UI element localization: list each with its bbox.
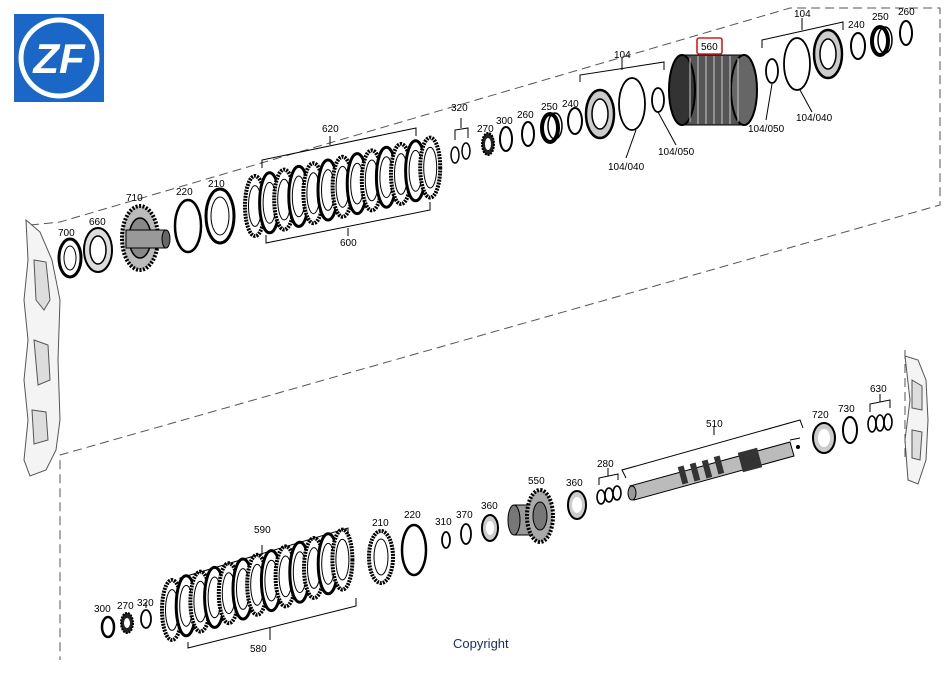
- part-550-gear[interactable]: [507, 488, 555, 544]
- part-360-bearing-right[interactable]: [567, 490, 587, 520]
- label-660: 660: [89, 217, 106, 228]
- label-510: 510: [706, 419, 723, 430]
- part-104-bearing-left[interactable]: [584, 88, 616, 140]
- label-240: 240: [562, 99, 579, 110]
- part-210-plate-lower[interactable]: [367, 529, 395, 585]
- label-360: 360: [566, 478, 583, 489]
- part-104-050-ring-right[interactable]: [765, 58, 779, 84]
- part-310-ring[interactable]: [441, 531, 451, 549]
- label-620: 620: [322, 124, 339, 135]
- label-710: 710: [126, 193, 143, 204]
- part-320-snap-ring-lower[interactable]: [140, 609, 152, 629]
- leader-brackets: [145, 18, 891, 649]
- label-104-040: 104/040: [796, 113, 833, 124]
- part-660-bearing[interactable]: [83, 227, 113, 273]
- part-300-washer-lower[interactable]: [100, 615, 116, 639]
- right-housing: [904, 355, 929, 485]
- part-104-040-ring-left[interactable]: [618, 77, 646, 131]
- label-280: 280: [597, 459, 614, 470]
- part-260-ring[interactable]: [521, 121, 535, 147]
- label-104: 104: [614, 50, 631, 61]
- part-710-gear[interactable]: [120, 204, 171, 272]
- label-104-040: 104/040: [608, 162, 645, 173]
- label-320: 320: [451, 103, 468, 114]
- part-104-bearing-right[interactable]: [812, 28, 844, 80]
- left-housing: [23, 218, 61, 477]
- part-560-drum[interactable]: [668, 54, 758, 126]
- label-600: 600: [340, 238, 357, 249]
- part-700-seal[interactable]: [57, 237, 83, 279]
- label-220: 220: [404, 510, 421, 521]
- part-320-snap-rings[interactable]: [450, 142, 471, 164]
- label-104-050: 104/050: [658, 147, 695, 158]
- part-270-bearing[interactable]: [481, 132, 495, 156]
- part-280-rings[interactable]: [596, 485, 622, 505]
- part-630-rings[interactable]: [867, 413, 893, 433]
- label-590: 590: [254, 525, 271, 536]
- label-260: 260: [517, 110, 534, 121]
- copyright-link[interactable]: Copyright: [453, 636, 509, 651]
- label-550: 550: [528, 476, 545, 487]
- label-360: 360: [481, 501, 498, 512]
- label-580: 580: [250, 644, 267, 655]
- part-250-seal-right[interactable]: [870, 25, 893, 57]
- label-560: 560: [701, 42, 718, 53]
- zf-logo-mark: ZF: [18, 17, 100, 99]
- label-270: 270: [477, 124, 494, 135]
- part-730-ring[interactable]: [842, 416, 858, 444]
- zf-logo: ZF: [14, 14, 104, 102]
- label-300: 300: [94, 604, 111, 615]
- part-360-bearing-left[interactable]: [481, 514, 499, 542]
- label-730: 730: [838, 404, 855, 415]
- label-210: 210: [372, 518, 389, 529]
- part-270-bearing-lower[interactable]: [120, 612, 134, 634]
- part-240-ring-right[interactable]: [850, 32, 866, 60]
- label-270: 270: [117, 601, 134, 612]
- label-720: 720: [812, 410, 829, 421]
- label-700: 700: [58, 228, 75, 239]
- clutch-disc-bore: [335, 538, 350, 581]
- label-250: 250: [541, 102, 558, 113]
- part-240-ring[interactable]: [567, 107, 583, 135]
- part-labels: 104 104 240 250 260 560 104/050 104/040 …: [58, 7, 915, 655]
- label-370: 370: [456, 510, 473, 521]
- clutch-pack-lower[interactable]: [160, 527, 355, 642]
- part-370-ring[interactable]: [460, 523, 472, 545]
- label-260: 260: [898, 7, 915, 18]
- zf-logo-text: ZF: [32, 35, 86, 82]
- part-104-050-ring-left[interactable]: [651, 87, 665, 113]
- label-300: 300: [496, 116, 513, 127]
- label-310: 310: [435, 517, 452, 528]
- label-630: 630: [870, 384, 887, 395]
- part-260-ring-right[interactable]: [899, 20, 913, 46]
- label-250: 250: [872, 12, 889, 23]
- part-104-040-ring-right[interactable]: [783, 37, 811, 91]
- part-510-shaft[interactable]: [627, 437, 801, 501]
- clutch-pack-upper[interactable]: [243, 135, 443, 238]
- label-240: 240: [848, 20, 865, 31]
- label-320: 320: [137, 598, 154, 609]
- part-720-bearing[interactable]: [812, 422, 836, 454]
- label-104: 104: [794, 9, 811, 20]
- part-300-washer[interactable]: [499, 126, 513, 152]
- label-560-highlight[interactable]: 560: [696, 37, 723, 55]
- clutch-disc-bore: [423, 146, 438, 189]
- part-250-seal[interactable]: [540, 112, 563, 144]
- part-210-plate[interactable]: [204, 187, 236, 245]
- guide-lines: [29, 7, 941, 660]
- part-220-ring[interactable]: [173, 198, 203, 254]
- label-220: 220: [176, 187, 193, 198]
- part-220-ring-lower[interactable]: [400, 523, 428, 577]
- label-210: 210: [208, 179, 225, 190]
- label-104-050: 104/050: [748, 124, 785, 135]
